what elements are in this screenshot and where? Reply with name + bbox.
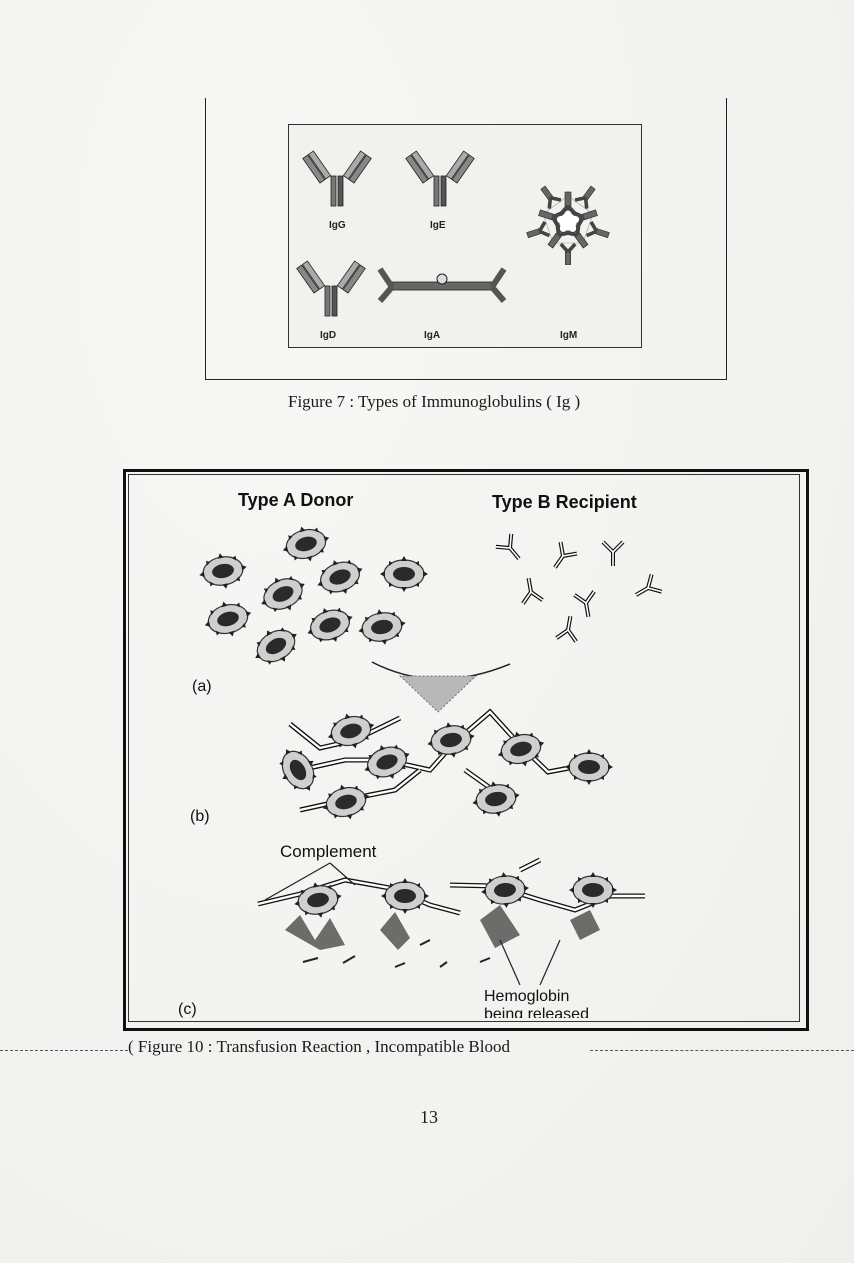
hemoglobin-label-2: being released <box>484 1006 589 1018</box>
igm-antibody-icon <box>523 181 613 267</box>
dashed-rule-right <box>590 1050 854 1051</box>
recipient-title: Type B Recipient <box>492 492 637 512</box>
lysing-cells <box>257 857 645 986</box>
immunoglobulin-illustrations <box>296 150 613 317</box>
recipient-antibodies <box>493 531 664 644</box>
complement-label: Complement <box>280 842 377 861</box>
igm-label: IgM <box>560 330 578 341</box>
figure10-frame <box>123 469 809 1031</box>
iga-antibody-icon <box>377 267 507 303</box>
label-c: (c) <box>178 1001 197 1018</box>
figure10-panel <box>128 474 800 1022</box>
ige-label: IgE <box>430 220 446 231</box>
page-number: 13 <box>420 1107 438 1127</box>
igd-label: IgD <box>320 330 337 341</box>
hemoglobin-label: Hemoglobin <box>484 988 570 1005</box>
figure7-frame <box>205 98 727 380</box>
agglutinated-cells <box>269 706 614 827</box>
iga-label: IgA <box>424 330 441 341</box>
igg-label: IgG <box>329 220 346 231</box>
label-a: (a) <box>192 678 212 695</box>
donor-title: Type A Donor <box>238 490 354 510</box>
transfusion-illustration <box>195 519 664 986</box>
figure7-caption: Figure 7 : Types of Immunoglobulins ( Ig… <box>288 392 581 411</box>
dashed-rule-left <box>0 1050 128 1051</box>
mixing-arrow-icon <box>371 661 511 713</box>
figure10-caption: ( Figure 10 : Transfusion Reaction , Inc… <box>128 1037 510 1056</box>
label-b: (b) <box>190 808 210 825</box>
donor-red-cells <box>195 519 429 675</box>
